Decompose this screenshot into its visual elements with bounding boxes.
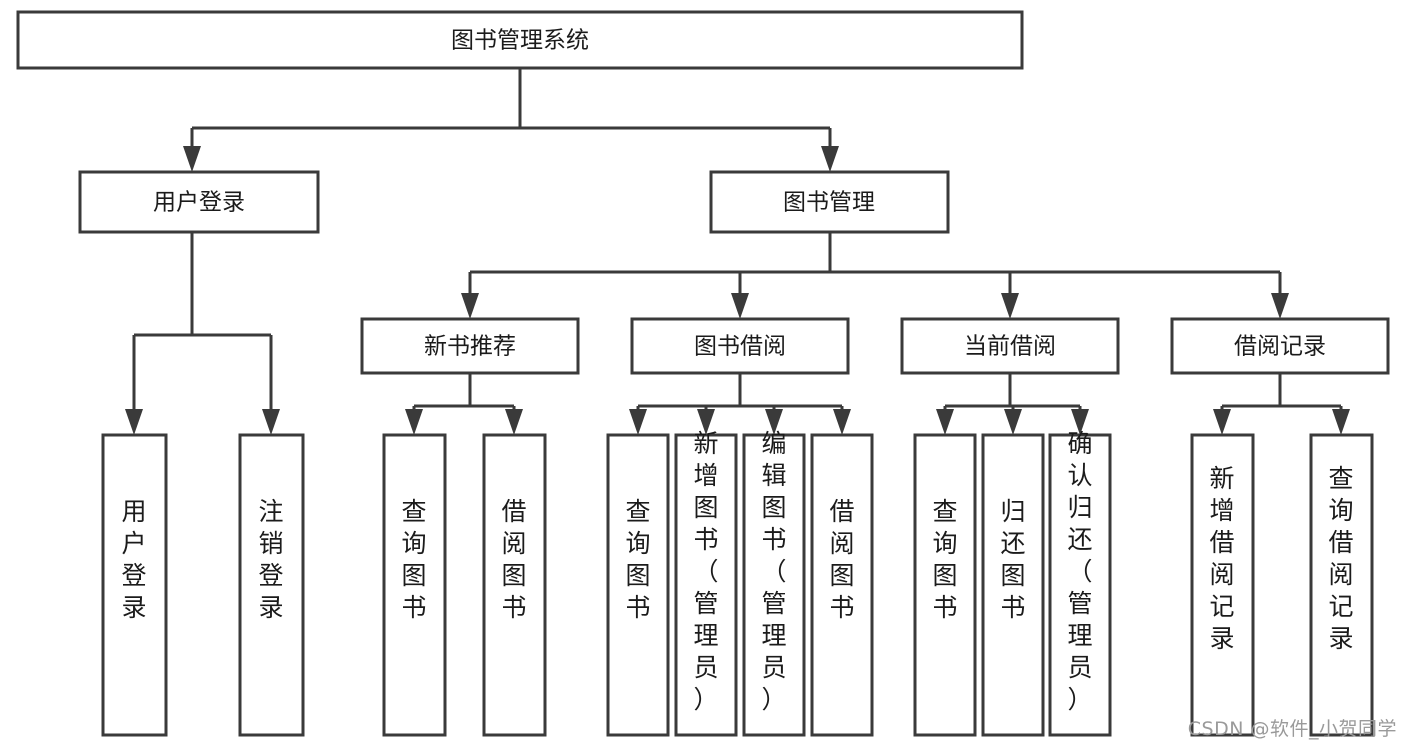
connector-group-user-login <box>125 232 280 435</box>
node-root-box[interactable] <box>16 10 1024 70</box>
leaf-new-book-borrow-box[interactable] <box>482 433 547 737</box>
leaf-logout[interactable]: 注销登录 <box>238 433 305 737</box>
node-current-borrow-box[interactable] <box>900 317 1120 375</box>
leaf-current-confirm[interactable]: 确认归还（管理员） <box>1048 429 1112 737</box>
leaf-logout-label: 注销登录 <box>258 497 283 622</box>
arrow-head-leaf-logout <box>262 409 280 435</box>
leaf-current-confirm-box[interactable] <box>1048 433 1112 737</box>
arrow-head-new-book-leaf2 <box>505 409 523 435</box>
arrow-head-current <box>1001 293 1019 319</box>
node-book-borrow-label: 图书借阅 <box>694 334 786 360</box>
arrow-head-book-mgmt <box>821 146 839 172</box>
node-current-borrow[interactable]: 当前借阅 <box>900 317 1120 375</box>
leaf-current-query-label: 查询图书 <box>932 497 957 622</box>
leaf-borrow-add-box[interactable] <box>674 433 738 737</box>
node-book-management-box[interactable] <box>709 170 950 234</box>
arrow-head-current-leaf3 <box>1071 409 1089 435</box>
leaf-logout-box[interactable] <box>238 433 305 737</box>
node-new-book-recommend-box[interactable] <box>360 317 580 375</box>
arrow-head-record-leaf1 <box>1213 409 1231 435</box>
leaf-record-add[interactable]: 新增借阅记录 <box>1190 433 1255 737</box>
leaf-borrow-book-label: 借阅图书 <box>829 497 854 622</box>
leaf-new-book-query[interactable]: 查询图书 <box>382 433 447 737</box>
leaf-user-login-label: 用户登录 <box>121 497 146 622</box>
connector-group-new-book <box>405 373 523 435</box>
node-user-login-box[interactable] <box>78 170 320 234</box>
leaf-user-login-box[interactable] <box>101 433 168 737</box>
leaf-borrow-book[interactable]: 借阅图书 <box>810 433 874 737</box>
arrow-head-borrow-leaf2 <box>697 409 715 435</box>
leaf-borrow-query[interactable]: 查询图书 <box>606 433 670 737</box>
node-book-management[interactable]: 图书管理 <box>709 170 950 234</box>
arrow-head-record <box>1271 293 1289 319</box>
connector-group-borrow <box>629 373 851 435</box>
node-user-login[interactable]: 用户登录 <box>78 170 320 234</box>
leaf-new-book-query-label: 查询图书 <box>401 497 426 622</box>
arrow-head-current-leaf2 <box>1004 409 1022 435</box>
leaf-borrow-book-box[interactable] <box>810 433 874 737</box>
leaf-current-return-label: 归还图书 <box>1000 497 1025 622</box>
leaf-user-login[interactable]: 用户登录 <box>101 433 168 737</box>
connector-group-record <box>1213 373 1350 435</box>
arrow-head-new-book <box>461 293 479 319</box>
leaf-borrow-edit[interactable]: 编辑图书（管理员） <box>742 429 806 737</box>
node-new-book-recommend[interactable]: 新书推荐 <box>360 317 580 375</box>
node-borrow-record-box[interactable] <box>1170 317 1390 375</box>
node-borrow-record-label: 借阅记录 <box>1234 334 1326 360</box>
node-new-book-recommend-label: 新书推荐 <box>424 334 516 360</box>
arrow-head-leaf-user-login <box>125 409 143 435</box>
arrow-head-borrow-leaf4 <box>833 409 851 435</box>
node-borrow-record[interactable]: 借阅记录 <box>1170 317 1390 375</box>
leaf-borrow-edit-label: 编辑图书（管理员） <box>761 429 786 714</box>
arrow-head-borrow <box>731 293 749 319</box>
arrow-head-borrow-leaf1 <box>629 409 647 435</box>
arrow-head-new-book-leaf1 <box>405 409 423 435</box>
leaf-borrow-edit-box[interactable] <box>742 433 806 737</box>
leaf-borrow-query-box[interactable] <box>606 433 670 737</box>
leaf-current-return-box[interactable] <box>981 433 1045 737</box>
connector-group-root <box>183 68 839 172</box>
node-user-login-label: 用户登录 <box>153 190 245 216</box>
leaf-borrow-add[interactable]: 新增图书（管理员） <box>674 429 738 737</box>
connector-group-book-mgmt <box>461 232 1289 319</box>
leaf-current-query[interactable]: 查询图书 <box>913 433 977 737</box>
leaf-record-add-label: 新增借阅记录 <box>1209 464 1234 653</box>
leaf-current-query-box[interactable] <box>913 433 977 737</box>
leaf-borrow-query-label: 查询图书 <box>625 497 650 622</box>
leaf-record-query-box[interactable] <box>1309 433 1374 737</box>
arrow-head-user-login <box>183 146 201 172</box>
leaf-record-query[interactable]: 查询借阅记录 <box>1309 433 1374 737</box>
leaf-new-book-borrow-label: 借阅图书 <box>501 497 526 622</box>
leaf-current-return[interactable]: 归还图书 <box>981 433 1045 737</box>
node-current-borrow-label: 当前借阅 <box>964 334 1056 360</box>
leaf-borrow-add-label: 新增图书（管理员） <box>693 429 718 714</box>
node-root[interactable]: 图书管理系统 <box>16 10 1024 70</box>
leaf-record-add-box[interactable] <box>1190 433 1255 737</box>
node-book-borrow[interactable]: 图书借阅 <box>630 317 850 375</box>
watermark: CSDN @软件_小贺同学 <box>1187 718 1397 740</box>
leaf-record-query-label: 查询借阅记录 <box>1328 464 1353 653</box>
leaf-new-book-borrow[interactable]: 借阅图书 <box>482 433 547 737</box>
leaf-new-book-query-box[interactable] <box>382 433 447 737</box>
connector-group-current <box>936 373 1089 435</box>
leaf-current-confirm-label: 确认归还（管理员） <box>1067 429 1092 714</box>
arrow-head-record-leaf2 <box>1332 409 1350 435</box>
node-book-management-label: 图书管理 <box>783 190 875 216</box>
arrow-head-current-leaf1 <box>936 409 954 435</box>
node-root-label: 图书管理系统 <box>451 28 589 54</box>
node-book-borrow-box[interactable] <box>630 317 850 375</box>
arrow-head-borrow-leaf3 <box>765 409 783 435</box>
